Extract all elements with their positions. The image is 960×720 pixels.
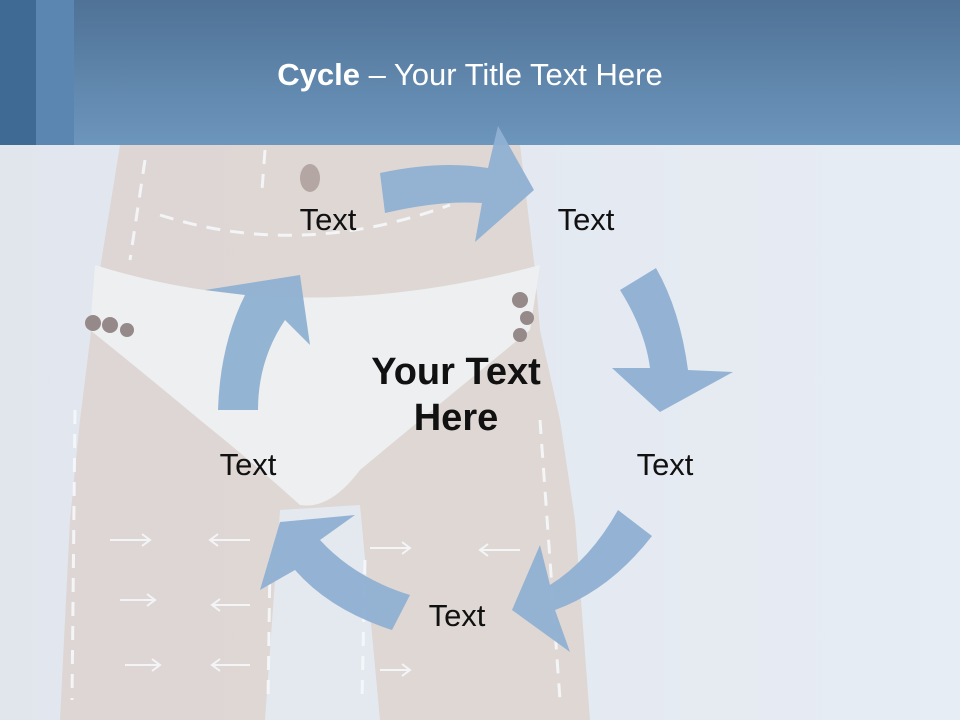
- cycle-label-right: Text: [636, 447, 694, 482]
- center-text-line2: Here: [413, 397, 499, 439]
- cycle-label-top-left: Text: [299, 202, 357, 237]
- cycle-arrow-1: [380, 126, 534, 242]
- header-stripe: [0, 0, 36, 145]
- header-stripe: [36, 0, 74, 145]
- title-rest-part: – Your Title Text Here: [360, 57, 663, 92]
- cycle-label-top-right: Text: [557, 202, 615, 237]
- cycle-label-bottom: Text: [428, 598, 486, 633]
- center-text: Your Text Here: [371, 349, 541, 441]
- cycle-arrow-3: [512, 510, 652, 652]
- title-bold-part: Cycle: [277, 57, 360, 92]
- cycle-arrow-5: [205, 275, 310, 410]
- slide-title: Cycle – Your Title Text Here: [0, 55, 940, 95]
- center-text-line1: Your Text: [371, 351, 541, 393]
- title-band: [0, 0, 960, 145]
- cycle-label-left: Text: [219, 447, 277, 482]
- cycle-arrow-4: [260, 515, 410, 630]
- cycle-arrow-2: [612, 268, 733, 412]
